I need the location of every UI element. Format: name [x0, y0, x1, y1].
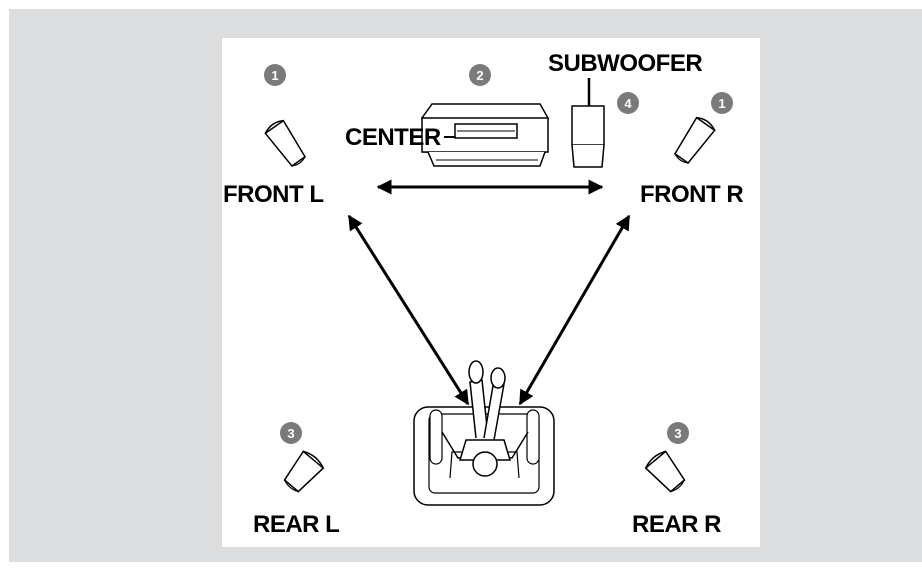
rear-left-speaker-icon — [283, 450, 325, 493]
svg-text:2: 2 — [476, 68, 483, 83]
svg-text:4: 4 — [624, 96, 632, 111]
svg-text:1: 1 — [718, 96, 725, 111]
svg-text:1: 1 — [271, 68, 278, 83]
svg-text:3: 3 — [287, 426, 294, 441]
front-left-speaker-icon — [264, 119, 307, 167]
center-label: CENTER — [345, 124, 441, 151]
subwoofer-label: SUBWOOFER — [548, 50, 702, 77]
badge-front-left: 1 — [264, 64, 286, 86]
rear-right-label: REAR R — [632, 511, 721, 538]
badge-subwoofer: 4 — [617, 92, 639, 114]
rear-right-speaker-icon — [644, 450, 686, 493]
badge-front-right: 1 — [711, 92, 733, 114]
svg-text:3: 3 — [674, 426, 681, 441]
listener-person-icon — [441, 360, 529, 477]
badge-rear-right: 3 — [667, 422, 689, 444]
front-left-label: FRONT L — [223, 181, 323, 208]
front-right-speaker-icon — [673, 116, 716, 164]
front-right-listener-arrow — [518, 214, 631, 406]
badge-rear-left: 3 — [280, 422, 302, 444]
front-left-listener-arrow — [347, 214, 470, 406]
center-speaker-icon — [421, 103, 549, 167]
rear-left-label: REAR L — [253, 511, 339, 538]
badge-center: 2 — [469, 64, 491, 86]
subwoofer-icon — [571, 105, 605, 168]
front-right-label: FRONT R — [640, 181, 743, 208]
